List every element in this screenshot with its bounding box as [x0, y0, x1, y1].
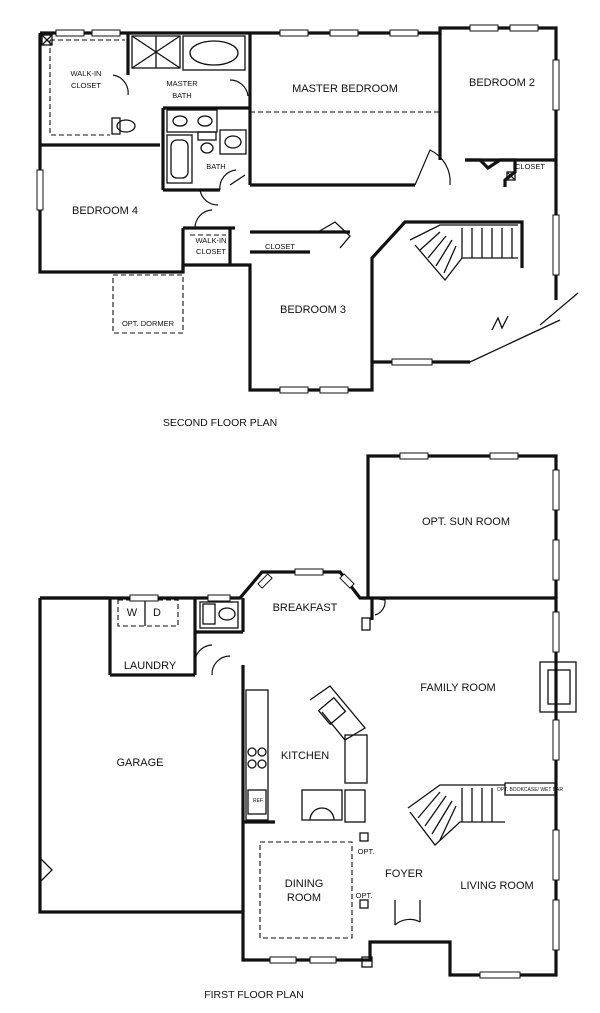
walk-in-closet-label: WALK-IN	[71, 69, 102, 78]
master-bath-label: MASTER	[166, 79, 198, 88]
walk-in-closet-2-label-line2: CLOSET	[196, 247, 226, 256]
dining-room-label-line2: ROOM	[287, 892, 321, 904]
sun-room-wall	[366, 454, 558, 598]
second-floor-plan: WALK-IN CLOSET MASTER BATH MASTER BEDROO…	[36, 24, 579, 429]
master-bedroom-label: MASTER BEDROOM	[292, 83, 398, 95]
fireplace	[539, 661, 577, 713]
opt-dormer-outline	[112, 274, 184, 334]
second-floor-caption: SECOND FLOOR PLAN	[163, 417, 277, 429]
bedroom-2-label: BEDROOM 2	[469, 77, 535, 89]
bedroom-4-label: BEDROOM 4	[72, 205, 138, 217]
living-room-label: LIVING ROOM	[460, 880, 533, 892]
walk-in-closet-2-label: WALK-IN	[196, 236, 227, 245]
laundry-label: LAUNDRY	[124, 660, 177, 672]
first-floor-caption: FIRST FLOOR PLAN	[204, 989, 304, 1001]
dining-room-outline	[259, 841, 353, 939]
opt-label-2: OPT.	[356, 891, 373, 900]
opt-label: OPT.	[358, 847, 375, 856]
second-floor-stairs	[409, 224, 518, 282]
opt-sun-room-label: OPT. SUN ROOM	[422, 516, 510, 528]
bath-label: BATH	[206, 162, 225, 171]
opt-dormer-label: OPT. DORMER	[122, 319, 175, 328]
first-floor-stairs	[407, 782, 556, 846]
first-floor-plan: W D REF	[38, 452, 577, 1001]
first-floor-exterior-wall	[38, 570, 558, 977]
dining-room-label: DINING	[285, 878, 324, 890]
ref-label: REF	[253, 798, 263, 804]
master-bath-label-line2: BATH	[172, 91, 191, 100]
washer-label: W	[127, 607, 138, 619]
dryer-label: D	[153, 607, 161, 619]
closet-2-label: CLOSET	[265, 242, 295, 251]
closet-label: CLOSET	[515, 162, 545, 171]
garage-label: GARAGE	[116, 757, 163, 769]
stair-bay-wall	[370, 220, 524, 362]
opt-wet-bar-label: OPT. BOOKCASE/ WET BAR	[497, 787, 563, 793]
kitchen-label: KITCHEN	[281, 750, 329, 762]
second-floor-exterior-wall	[40, 26, 558, 300]
breakfast-label: BREAKFAST	[273, 602, 338, 614]
walk-in-closet-label-line2: CLOSET	[71, 81, 101, 90]
family-room-label: FAMILY ROOM	[420, 682, 495, 694]
foyer-label: FOYER	[385, 868, 423, 880]
second-floor-exterior-wall-left	[38, 33, 470, 392]
bedroom-3-label: BEDROOM 3	[280, 304, 346, 316]
